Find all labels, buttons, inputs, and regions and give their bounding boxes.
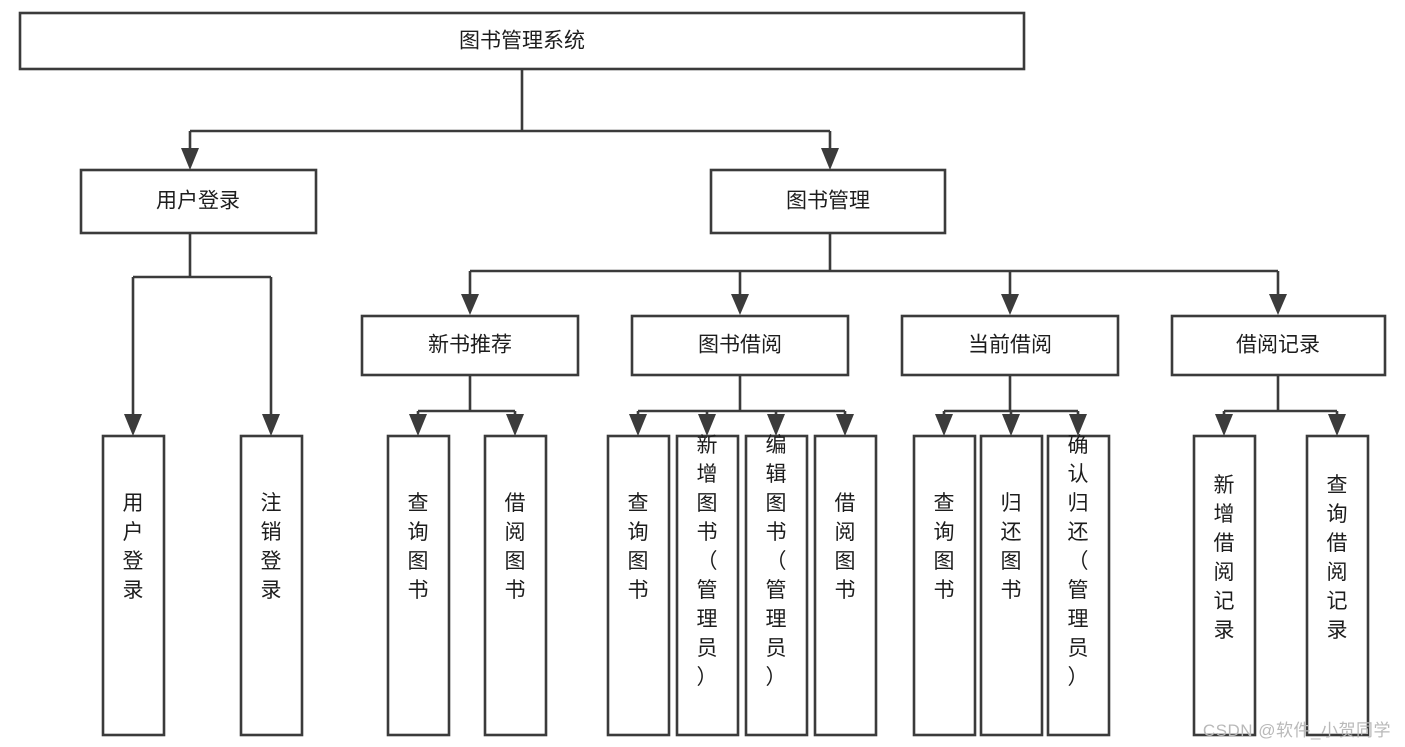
node-book-borrow-box bbox=[630, 314, 850, 377]
node-root-system-box bbox=[18, 11, 1026, 71]
connector-group-book-borrow bbox=[629, 375, 854, 436]
arrowhead-bb-leaf-3 bbox=[767, 414, 785, 436]
leaf-node[interactable]: 查询图书 bbox=[386, 434, 451, 737]
leaf-cb-return-book-box bbox=[979, 434, 1044, 737]
leaf-node[interactable]: 查询图书 bbox=[912, 434, 977, 737]
arrowhead-br-leaf-2 bbox=[1328, 414, 1346, 436]
node-user-login[interactable]: 用户登录 bbox=[79, 168, 318, 235]
arrowhead-borrow-record bbox=[1269, 294, 1287, 315]
leaf-node[interactable]: 归还图书 bbox=[979, 434, 1044, 737]
node-new-book-recommend[interactable]: 新书推荐 bbox=[360, 314, 580, 377]
arrowhead-leaf-logout bbox=[262, 414, 280, 436]
leaf-nb-query-book-label: 查询图书 bbox=[408, 492, 429, 602]
leaf-br-query-record-box bbox=[1305, 434, 1370, 737]
leaf-node[interactable]: 注销登录 bbox=[239, 434, 304, 737]
leaf-bb-edit-book-label: 编辑图书（管理员） bbox=[766, 434, 787, 689]
leaf-cb-confirm-return-box bbox=[1046, 434, 1111, 737]
leaf-node[interactable]: 借阅图书 bbox=[813, 434, 878, 737]
leaf-bb-query-book-label: 查询图书 bbox=[628, 492, 649, 602]
leaf-node[interactable]: 查询图书 bbox=[606, 434, 671, 737]
leaf-nb-query-book-box bbox=[386, 434, 451, 737]
leaf-cb-query-book-box bbox=[912, 434, 977, 737]
leaf-user-login-label: 用户登录 bbox=[123, 492, 144, 602]
leaf-logout-label: 注销登录 bbox=[261, 492, 282, 602]
arrowhead-leaf-user-login bbox=[124, 414, 142, 436]
leaf-bb-add-book-label: 新增图书（管理员） bbox=[697, 434, 718, 689]
node-book-borrow[interactable]: 图书借阅 bbox=[630, 314, 850, 377]
node-current-borrow-box bbox=[900, 314, 1120, 377]
node-root-system-label: 图书管理系统 bbox=[459, 30, 585, 53]
arrowhead-bb-leaf-1 bbox=[629, 414, 647, 436]
connector-group-root bbox=[181, 69, 839, 170]
node-current-borrow-label: 当前借阅 bbox=[968, 334, 1052, 357]
arrowhead-user-login bbox=[181, 148, 199, 170]
arrowhead-bb-leaf-2 bbox=[698, 414, 716, 436]
leaf-node[interactable]: 新增借阅记录 bbox=[1192, 434, 1257, 737]
arrowhead-cb-leaf-3 bbox=[1069, 414, 1087, 436]
arrowhead-br-leaf-1 bbox=[1215, 414, 1233, 436]
arrowhead-nb-leaf-2 bbox=[506, 414, 524, 436]
leaf-br-query-record-label: 查询借阅记录 bbox=[1327, 474, 1348, 642]
node-book-management-label: 图书管理 bbox=[786, 190, 870, 213]
leaf-nb-borrow-book-box bbox=[483, 434, 548, 737]
node-current-borrow[interactable]: 当前借阅 bbox=[900, 314, 1120, 377]
arrowhead-nb-leaf-1 bbox=[409, 414, 427, 436]
leaf-bb-borrow-book-label: 借阅图书 bbox=[835, 492, 856, 602]
leaf-user-login-box bbox=[101, 434, 166, 737]
leaf-logout-box bbox=[239, 434, 304, 737]
arrowhead-bb-leaf-4 bbox=[836, 414, 854, 436]
arrowhead-cb-leaf-2 bbox=[1002, 414, 1020, 436]
leaf-node[interactable]: 确认归还（管理员） bbox=[1046, 434, 1111, 737]
leaf-cb-return-book-label: 归还图书 bbox=[1001, 492, 1022, 602]
connector-group-book-mgmt bbox=[461, 233, 1287, 315]
leaf-bb-query-book-box bbox=[606, 434, 671, 737]
leaf-cb-query-book-label: 查询图书 bbox=[934, 492, 955, 602]
node-book-borrow-label: 图书借阅 bbox=[698, 334, 782, 357]
node-root-system[interactable]: 图书管理系统 bbox=[18, 11, 1026, 71]
leaf-br-add-record-label: 新增借阅记录 bbox=[1214, 474, 1235, 642]
leaf-node[interactable]: 编辑图书（管理员） bbox=[744, 434, 809, 737]
leaf-node[interactable]: 用户登录 bbox=[101, 434, 166, 737]
arrowhead-book-borrow bbox=[731, 294, 749, 315]
node-book-management-box bbox=[709, 168, 947, 235]
node-new-book-recommend-label: 新书推荐 bbox=[428, 334, 512, 357]
arrowhead-new-book bbox=[461, 294, 479, 315]
csdn-watermark: CSDN @软件_小贺同学 bbox=[1202, 721, 1391, 740]
node-borrow-record-box bbox=[1170, 314, 1387, 377]
node-book-management[interactable]: 图书管理 bbox=[709, 168, 947, 235]
leaf-bb-edit-book-box bbox=[744, 434, 809, 737]
node-borrow-record[interactable]: 借阅记录 bbox=[1170, 314, 1387, 377]
leaf-br-add-record-box bbox=[1192, 434, 1257, 737]
leaf-nb-borrow-book-label: 借阅图书 bbox=[505, 492, 526, 602]
leaf-cb-confirm-return-label: 确认归还（管理员） bbox=[1068, 434, 1089, 689]
leaf-bb-add-book-box bbox=[675, 434, 740, 737]
connector-group-new-book bbox=[409, 375, 524, 436]
connector-group-borrow-record bbox=[1215, 375, 1346, 436]
node-user-login-label: 用户登录 bbox=[156, 190, 240, 213]
connector-group-current-borrow bbox=[935, 375, 1087, 436]
arrowhead-book-mgmt bbox=[821, 148, 839, 170]
node-borrow-record-label: 借阅记录 bbox=[1236, 334, 1320, 357]
node-new-book-recommend-box bbox=[360, 314, 580, 377]
leaf-node[interactable]: 查询借阅记录 bbox=[1305, 434, 1370, 737]
leaf-node[interactable]: 新增图书（管理员） bbox=[675, 434, 740, 737]
arrowhead-current-borrow bbox=[1001, 294, 1019, 315]
node-user-login-box bbox=[79, 168, 318, 235]
leaf-bb-borrow-book-box bbox=[813, 434, 878, 737]
connector-group-user-login bbox=[124, 233, 280, 436]
leaf-node[interactable]: 借阅图书 bbox=[483, 434, 548, 737]
arrowhead-cb-leaf-1 bbox=[935, 414, 953, 436]
